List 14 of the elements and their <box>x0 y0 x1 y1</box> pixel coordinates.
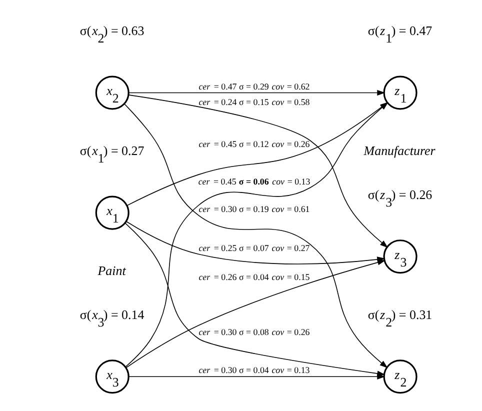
edge-label: cer = 0.30 σ = 0.04 cov = 0.13 <box>198 365 310 376</box>
edge-label: cer = 0.25 σ = 0.07 cov = 0.27 <box>198 242 310 253</box>
edge-label: cer = 0.24 σ = 0.15 cov = 0.58 <box>198 96 310 107</box>
edge-label: cer = 0.30 σ = 0.08 cov = 0.26 <box>198 327 310 338</box>
edge-label: cer = 0.47 σ = 0.29 cov = 0.62 <box>198 81 310 92</box>
edge-label: cer = 0.45 σ = 0.06 cov = 0.13 <box>198 176 310 186</box>
arrow <box>126 260 386 368</box>
arrow <box>128 374 386 380</box>
edge-label: cer = 0.26 σ = 0.04 cov = 0.15 <box>198 272 310 282</box>
label: Paint <box>98 263 126 278</box>
arrow <box>128 90 386 96</box>
edge-label: cer = 0.45 σ = 0.12 cov = 0.26 <box>198 138 310 149</box>
edge-label: cer = 0.30 σ = 0.19 cov = 0.61 <box>198 204 310 214</box>
label: Manufacturer <box>364 143 436 158</box>
